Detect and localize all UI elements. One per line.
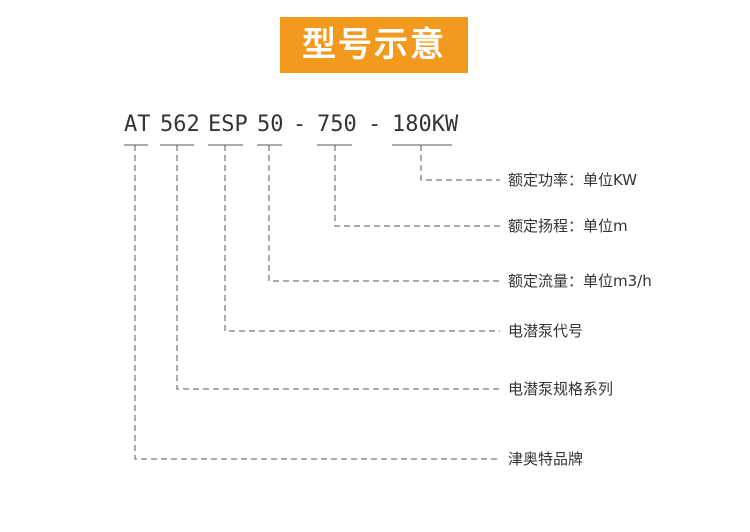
leader-type <box>224 145 500 332</box>
annotation-series: 电潜泵规格系列 <box>508 380 614 398</box>
annotation-power: 额定功率：单位KW <box>508 171 638 189</box>
leader-brand <box>134 145 500 460</box>
code-brand: AT <box>124 112 151 137</box>
code-type: ESP <box>208 112 248 137</box>
diagram-title: 型号示意 <box>280 17 468 73</box>
code-series: 562 <box>160 112 200 137</box>
code-power: 180KW <box>392 112 459 137</box>
code-separator-2: - <box>368 112 382 137</box>
annotation-brand: 津奥特品牌 <box>508 450 584 468</box>
leader-head <box>334 145 500 227</box>
leader-series <box>176 145 500 390</box>
annotation-head: 额定扬程：单位m <box>508 217 628 235</box>
leader-flow <box>268 145 500 282</box>
annotation-flow: 额定流量：单位m3/h <box>508 272 652 290</box>
code-flow: 50 <box>257 112 284 137</box>
leader-power <box>420 145 500 181</box>
code-separator-1: - <box>293 112 307 137</box>
code-head: 750 <box>317 112 357 137</box>
annotation-type: 电潜泵代号 <box>508 322 584 340</box>
